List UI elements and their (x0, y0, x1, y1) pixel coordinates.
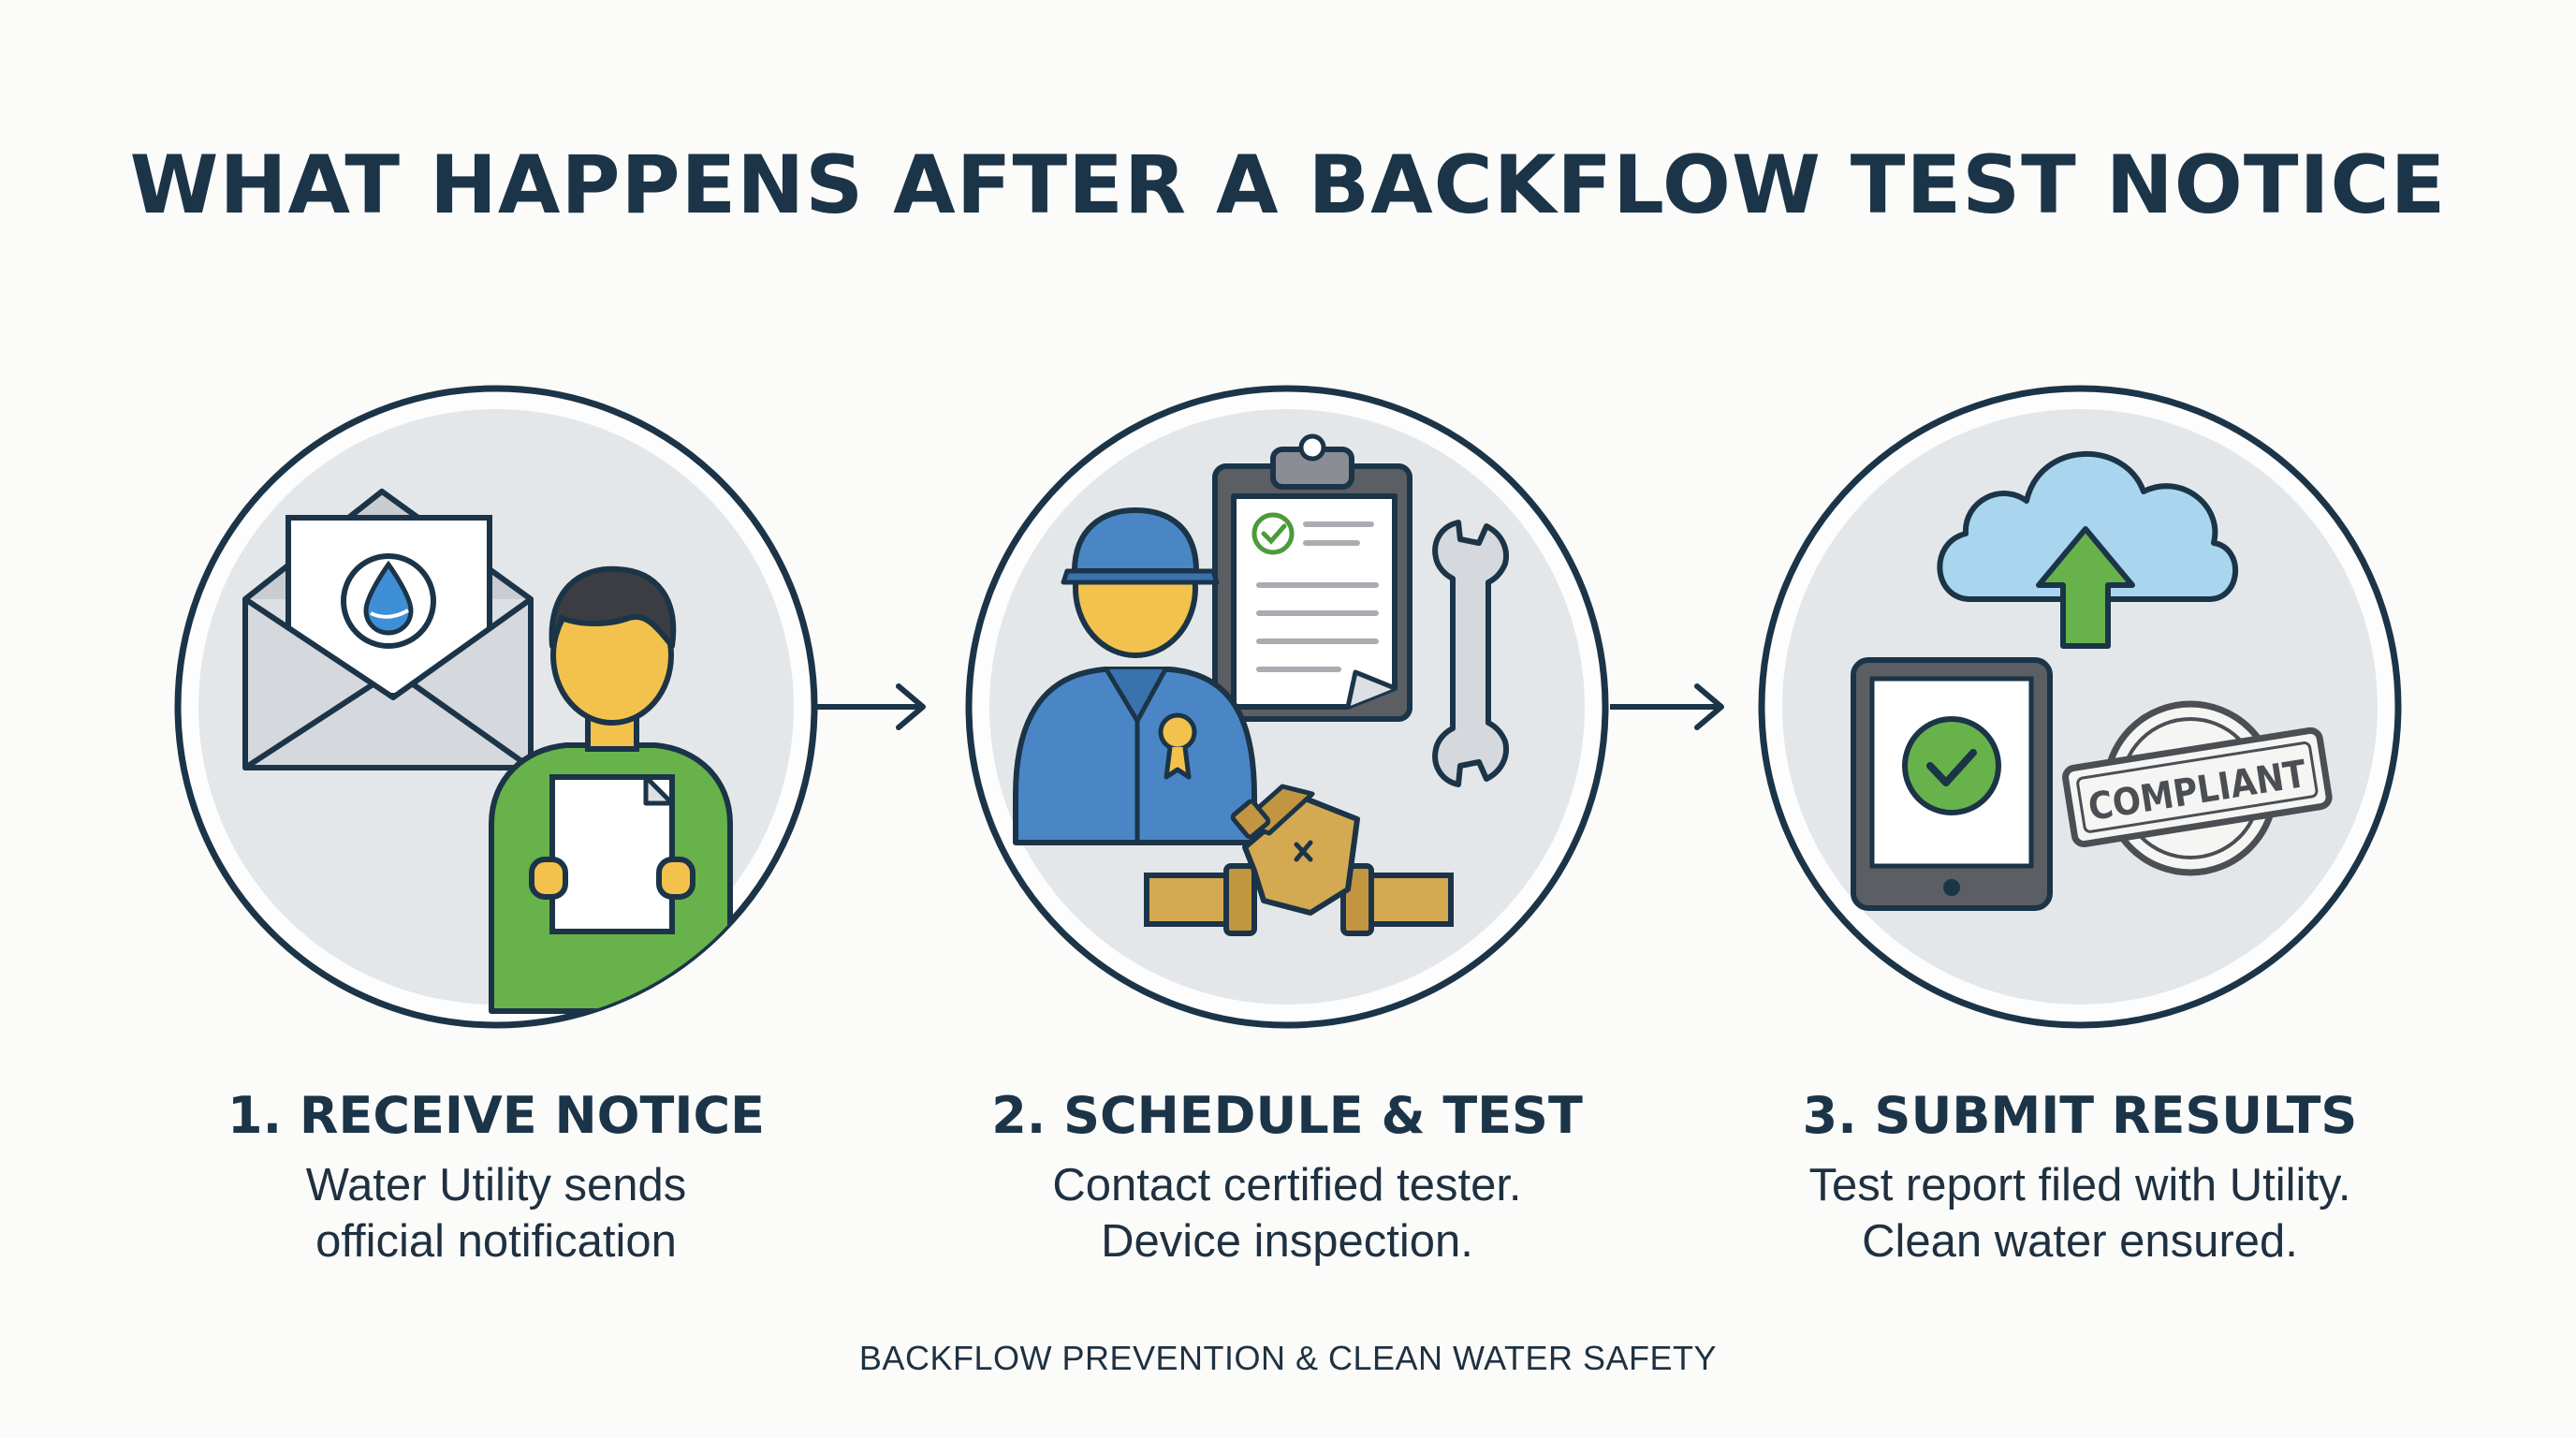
clipboard-icon (1212, 433, 1412, 722)
wrench-icon (1432, 520, 1509, 787)
step-1-description: Water Utility sends official notificatio… (122, 1157, 871, 1269)
arrow-right-icon (1610, 683, 1724, 730)
footer-caption: BACKFLOW PREVENTION & CLEAN WATER SAFETY (858, 1339, 1718, 1377)
step-3-illustration: COMPLIANT (1758, 385, 2402, 1029)
arrow-right-icon (817, 683, 926, 730)
person-icon (489, 565, 733, 1014)
step-2-description-line-2: Device inspection. (1101, 1216, 1473, 1267)
step-1-title: 1. RECEIVE NOTICE (227, 1086, 765, 1145)
cloud-upload-icon (1937, 450, 2238, 649)
water-drop-icon (341, 553, 436, 649)
tablet-check-icon (1851, 657, 2053, 911)
step-2-illustration (965, 385, 1609, 1029)
step-2-title: 2. SCHEDULE & TEST (991, 1086, 1583, 1145)
step-2-description: Contact certified tester. Device inspect… (913, 1157, 1661, 1269)
step-1-description-line-1: Water Utility sends (305, 1160, 687, 1211)
step-1-illustration (174, 385, 818, 1029)
technician-icon (1013, 507, 1257, 845)
step-3-title: 3. SUBMIT RESULTS (1802, 1086, 2358, 1145)
step-3-description-line-2: Clean water ensured. (1862, 1216, 2298, 1267)
compliant-stamp-icon: COMPLIANT (2062, 700, 2333, 876)
step-1-description-line-2: official notification (315, 1216, 677, 1267)
step-2-description-line-1: Contact certified tester. (1052, 1160, 1522, 1211)
step-3-description-line-1: Test report filed with Utility. (1808, 1160, 2351, 1211)
backflow-valve-icon (1144, 784, 1454, 936)
page-title: WHAT HAPPENS AFTER A BACKFLOW TEST NOTIC… (129, 139, 2447, 232)
step-3-description: Test report filed with Utility. Clean wa… (1705, 1157, 2454, 1269)
